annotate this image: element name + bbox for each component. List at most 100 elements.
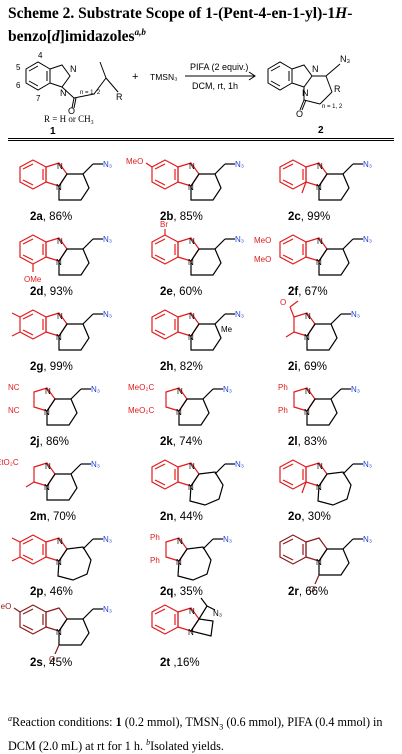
compound-yield: ,16% — [170, 657, 200, 669]
compound-label: 2e, 60% — [160, 286, 202, 298]
compound-id: 2k — [160, 436, 173, 448]
compound-yield: , 45% — [42, 657, 73, 669]
compound-id: 2q — [160, 586, 174, 598]
compound-label: 2r, 66% — [288, 586, 328, 598]
compound-label: 2m, 70% — [30, 511, 76, 523]
compound-id: 2s — [30, 657, 43, 669]
svg-text:4: 4 — [38, 51, 43, 60]
svg-text:N₃: N₃ — [340, 54, 350, 64]
compound-yield: , 44% — [173, 511, 203, 523]
nitrogen-label: N — [177, 537, 183, 546]
compound-label: 2b, 85% — [160, 211, 203, 223]
svg-text:N: N — [312, 64, 319, 74]
azide-label: N₃ — [235, 235, 244, 244]
nitrogen-label: N — [45, 462, 51, 471]
nitrile-label: NC — [8, 406, 20, 415]
compound-label: 2d, 93% — [30, 286, 73, 298]
nitrogen-label: N — [305, 312, 311, 321]
compound-label: 2q, 35% — [160, 586, 203, 598]
svg-text:N: N — [60, 88, 67, 98]
compound-yield: , 67% — [298, 286, 328, 298]
compound-id: 2n — [160, 511, 174, 523]
nitrogen-label: N — [57, 237, 63, 246]
phenyl-label: Ph — [278, 383, 288, 392]
azide-label: N₃ — [235, 460, 244, 469]
azide-label: N₃ — [103, 605, 112, 614]
compound-id: 2i — [288, 361, 298, 373]
compound-yield: , 69% — [297, 361, 328, 373]
methoxy-label: MeO — [0, 602, 11, 611]
nitrile-label: NC — [8, 383, 20, 392]
nitrogen-label: N — [189, 312, 195, 321]
azide-label: N₃ — [103, 535, 112, 544]
svg-text:TMSN₃: TMSN₃ — [150, 72, 178, 82]
compound-label: 2k, 74% — [160, 436, 202, 448]
ester-label: MeO₂C — [128, 406, 154, 415]
compound-label: 2n, 44% — [160, 511, 203, 523]
nitrogen-label: N — [188, 628, 194, 637]
compound-id: 2p — [30, 586, 44, 598]
svg-text:+: + — [132, 71, 138, 83]
compound-yield: , 74% — [172, 436, 203, 448]
compound-id: 2j — [30, 436, 40, 448]
methoxy-label: OMe — [24, 275, 42, 284]
compound-id: 2o — [288, 511, 302, 523]
svg-text:R: R — [334, 84, 341, 94]
compound-label: 2o, 30% — [288, 511, 331, 523]
azide-label: N₃ — [235, 310, 244, 319]
compound-label: 2a, 86% — [30, 211, 72, 223]
compound-id: 2d — [30, 286, 44, 298]
compound-label: 2t ,16% — [160, 657, 200, 669]
azide-label: N₃ — [351, 310, 360, 319]
svg-text:7: 7 — [36, 94, 41, 103]
oxygen-label: O — [309, 585, 315, 594]
nitrogen-label: N — [177, 387, 183, 396]
scheme-title: Scheme 2. Substrate Scope of 1-(Pent-4-e… — [8, 5, 353, 46]
nitrogen-label: N — [57, 537, 63, 546]
nitrogen-label: N — [317, 162, 323, 171]
azide-label: N₃ — [363, 235, 372, 244]
compound-label: 2g, 99% — [30, 361, 73, 373]
azide-label: N₃ — [351, 385, 360, 394]
svg-text:6: 6 — [16, 81, 21, 90]
azide-label: N₃ — [363, 535, 372, 544]
svg-text:DCM, rt, 1h: DCM, rt, 1h — [192, 81, 238, 91]
compound-id: 2r — [288, 586, 299, 598]
azide-label: N₃ — [103, 235, 112, 244]
svg-text:R: R — [116, 92, 123, 102]
oxygen-label: O — [49, 655, 55, 664]
compound-yield: , 66% — [298, 586, 329, 598]
azide-label: N₃ — [103, 160, 112, 169]
nitrogen-label: N — [45, 387, 51, 396]
svg-text:n = 1, 2: n = 1, 2 — [322, 104, 343, 110]
scheme-footnote: aReaction conditions: 1 (0.2 mmol), TMSN… — [8, 714, 383, 753]
compound-id: 2g — [30, 361, 44, 373]
bromo-label: Br — [160, 220, 168, 229]
ester-label: EtO₂C — [0, 458, 19, 467]
methoxy-label: MeO — [126, 157, 143, 166]
methoxy-label: MeO — [254, 236, 271, 245]
compound-yield: , 99% — [300, 211, 331, 223]
compound-label: 2i, 69% — [288, 361, 327, 373]
azide-label: N₃ — [223, 385, 232, 394]
compound-2s: NN₃OMeO — [0, 602, 112, 664]
compound-yield: , 35% — [173, 586, 203, 598]
svg-text:N: N — [70, 64, 77, 74]
compound-id: 2c — [288, 211, 301, 223]
compound-2m: NNN₃EtO₂C — [0, 458, 100, 501]
compound-yield: , 83% — [297, 436, 328, 448]
ester-label: MeO₂C — [128, 383, 154, 392]
azide-label: N₃ — [213, 609, 222, 618]
svg-text:2: 2 — [318, 125, 324, 136]
azide-label: N₃ — [91, 385, 100, 394]
